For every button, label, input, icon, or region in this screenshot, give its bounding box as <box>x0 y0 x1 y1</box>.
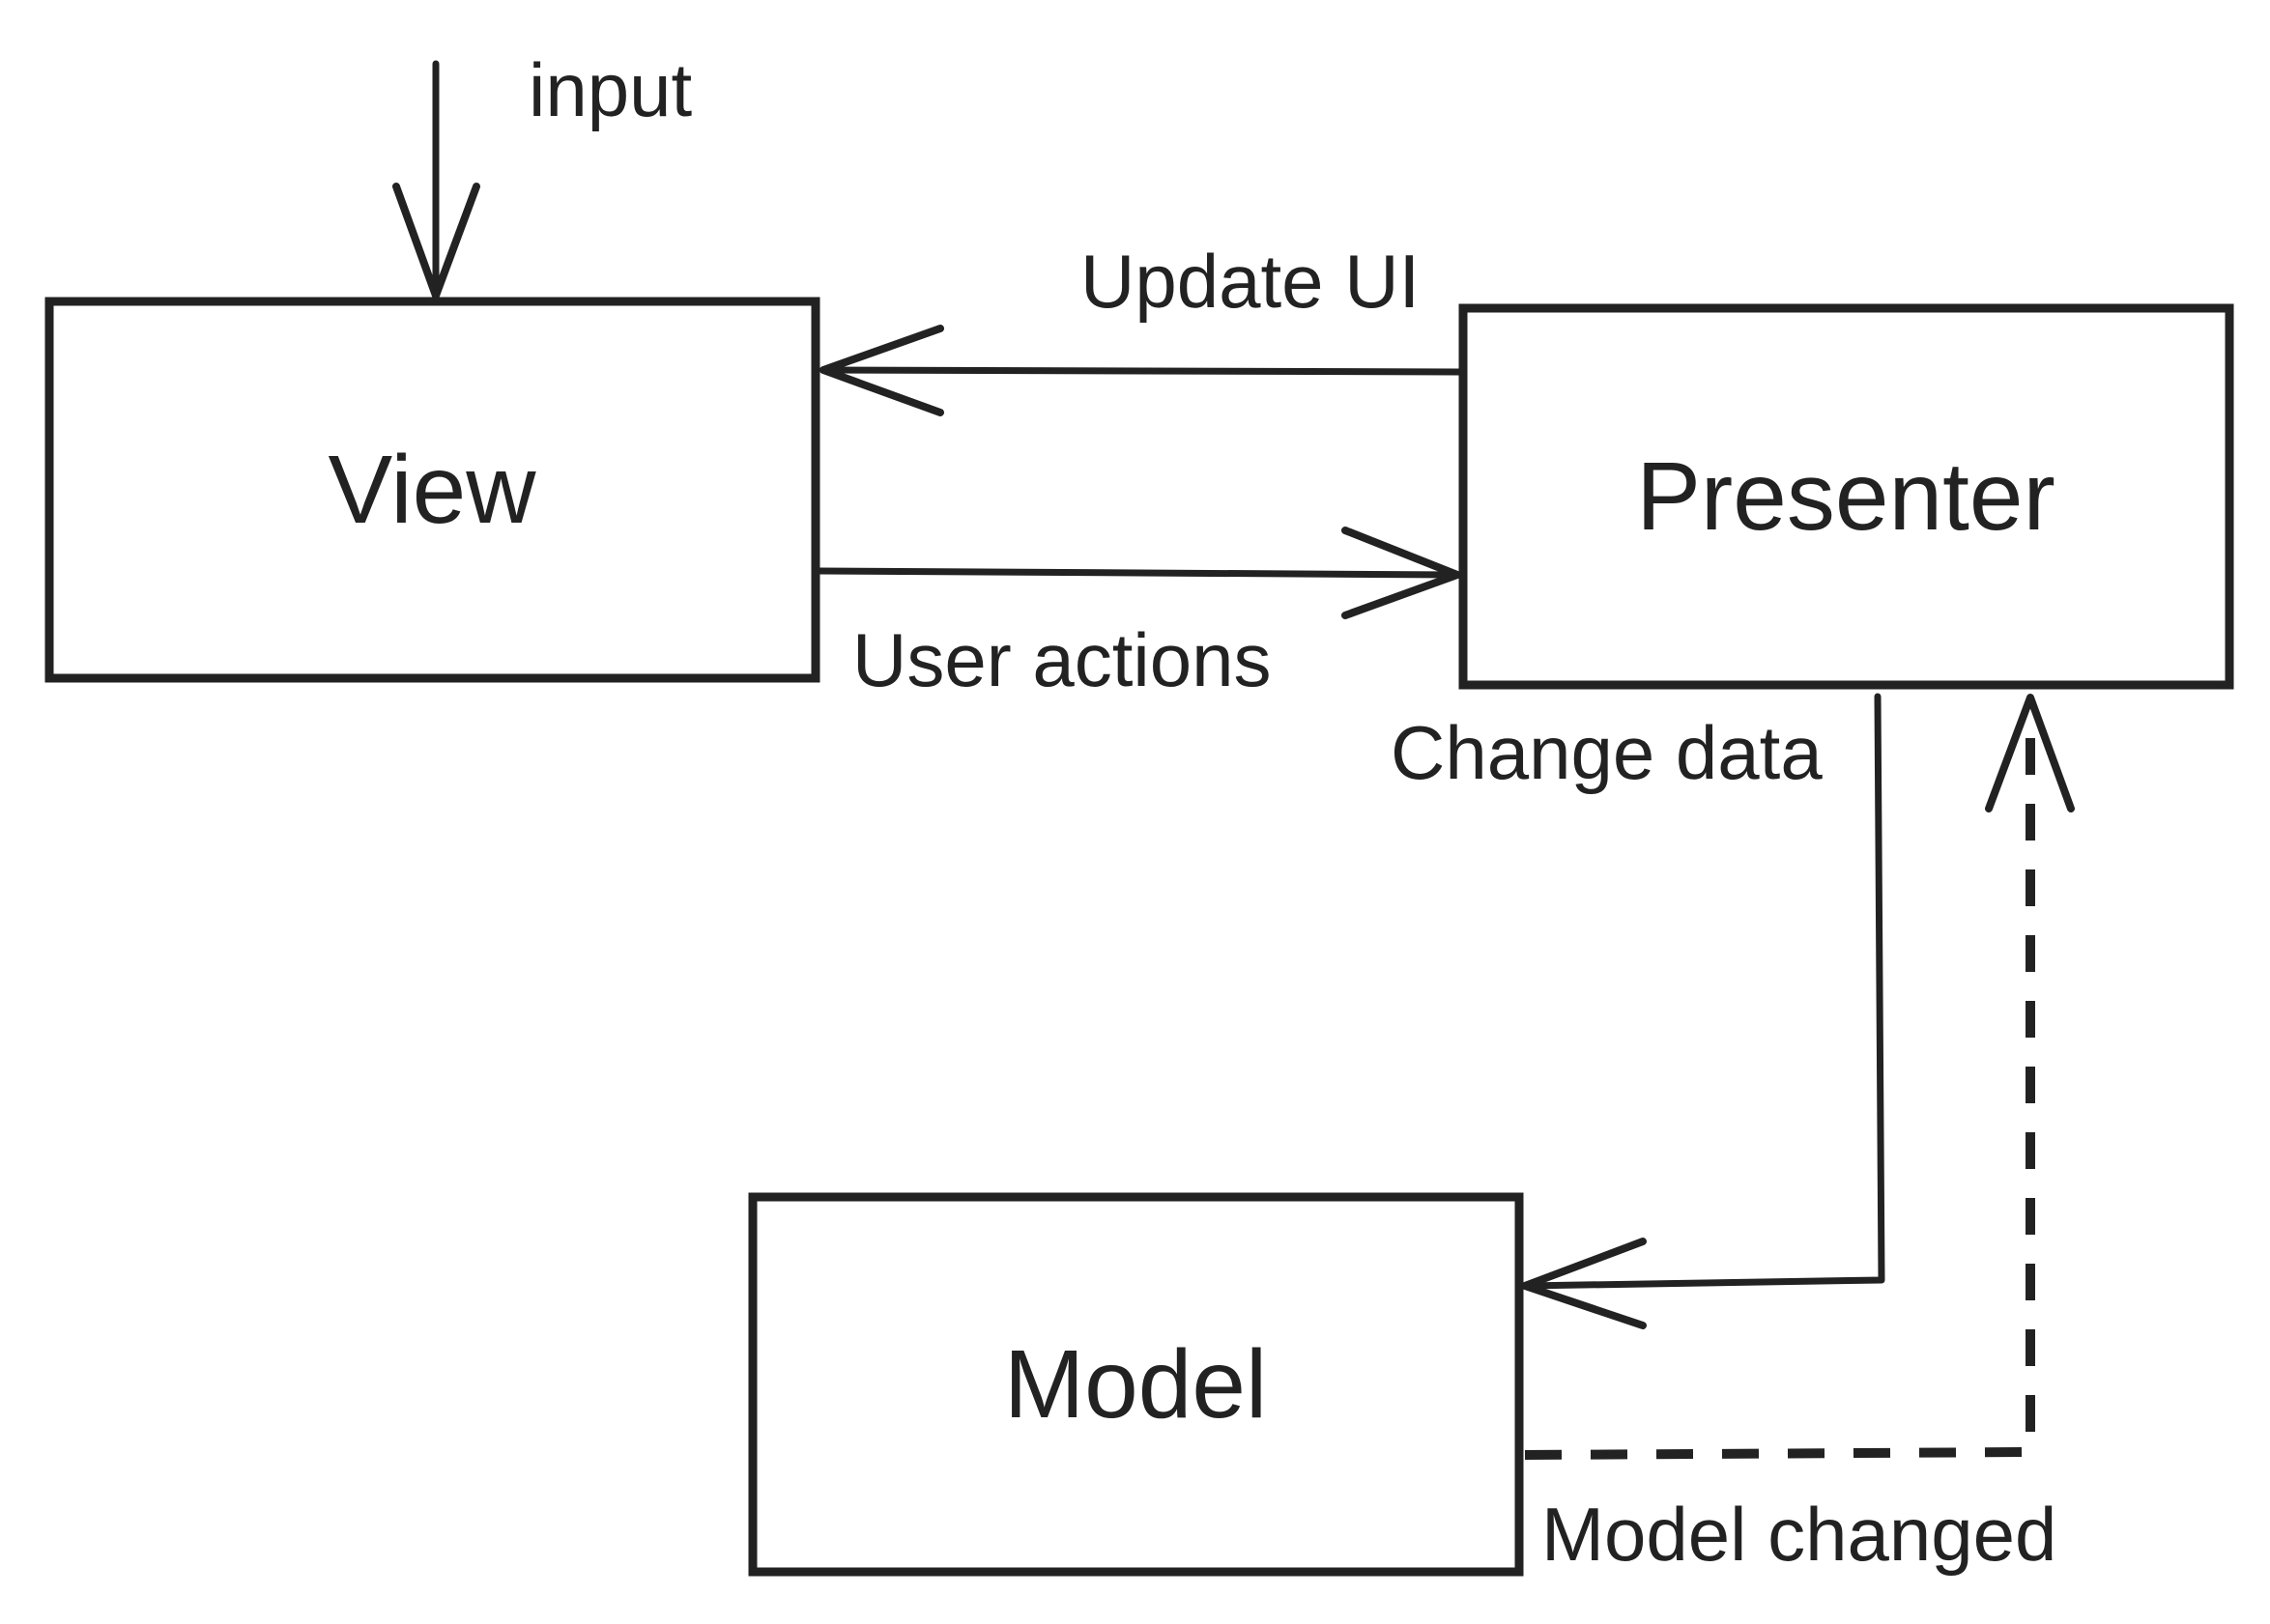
input-arrow <box>392 60 480 299</box>
model-changed-arrow <box>1524 694 2075 1460</box>
user-actions-label: User actions <box>852 617 1272 702</box>
change-data-arrow <box>1521 693 1885 1329</box>
update-ui-label: Update UI <box>1080 239 1420 324</box>
model-label: Model <box>1004 1330 1267 1439</box>
user-actions-arrow <box>816 527 1461 619</box>
model-changed-label: Model changed <box>1541 1492 2056 1577</box>
input-label: input <box>529 47 692 132</box>
view-box[interactable] <box>44 297 820 683</box>
change-data-label: Change data <box>1391 710 1823 795</box>
model-box[interactable] <box>748 1192 1524 1577</box>
view-label: View <box>329 436 537 544</box>
presenter-label: Presenter <box>1636 442 2055 551</box>
update-ui-arrow <box>819 325 1463 416</box>
presenter-box[interactable] <box>1458 303 2234 690</box>
